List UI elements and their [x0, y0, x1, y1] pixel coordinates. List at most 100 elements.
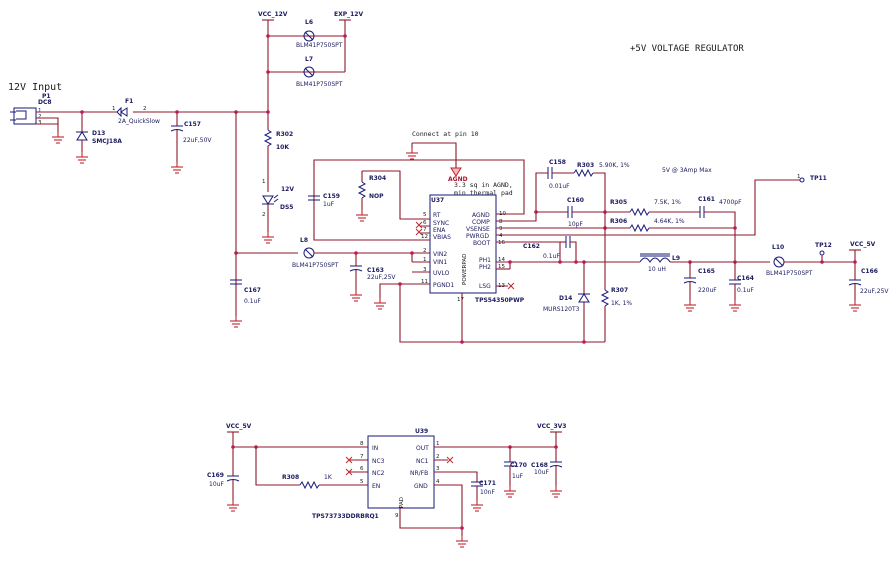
svg-text:5: 5 [423, 212, 427, 218]
svg-text:ENA: ENA [433, 227, 446, 234]
d13-ref: D13 [92, 130, 105, 137]
c160-value: 10pF [568, 221, 583, 228]
c160-ref: C160 [567, 197, 584, 204]
note-agnd-1: 3.3 sq in AGND, [454, 181, 513, 189]
c157-ref: C157 [184, 121, 201, 128]
svg-text:VIN2: VIN2 [433, 251, 447, 258]
ic-u39 [367, 435, 435, 509]
svg-text:1: 1 [436, 441, 440, 447]
l8-ref: L8 [300, 237, 308, 244]
svg-text:14: 14 [498, 257, 505, 263]
u39-pad-num: 9 [395, 513, 399, 519]
svg-text:SYNC: SYNC [433, 220, 449, 227]
r308-value: 1K [324, 474, 333, 481]
net-vcc3: VCC_3V3 [537, 423, 566, 430]
c164-value: 0.1uF [737, 287, 754, 294]
f1-pin2: 2 [143, 106, 147, 112]
svg-text:OUT: OUT [416, 445, 429, 452]
c162-value: 0.1uF [543, 253, 560, 260]
inductor-l9: L9 10 uH [639, 253, 680, 273]
d14-value: MURS120T3 [543, 306, 580, 313]
u37-left-pins: RT 5 SYNC 6 ENA 7 VBIAS 12 VIN2 2 VIN1 1… [421, 212, 454, 289]
c166-ref: C166 [861, 268, 878, 275]
svg-text:GND: GND [414, 483, 428, 490]
c158-ref: C158 [549, 159, 566, 166]
tp11-label: TP11 [810, 175, 827, 182]
svg-text:4: 4 [436, 479, 440, 485]
svg-text:UVLO: UVLO [433, 270, 450, 277]
u39-ref: U39 [415, 428, 428, 435]
fuse-f1: F1 1 2 2A_QuickSlow [112, 98, 160, 125]
svg-text:AGND: AGND [472, 212, 490, 219]
r308-ref: R308 [282, 474, 299, 481]
svg-text:7: 7 [423, 227, 427, 233]
svg-text:NC1: NC1 [416, 458, 429, 465]
svg-text:16: 16 [498, 240, 505, 246]
l9-ref: L9 [672, 255, 680, 262]
c169-ref: C169 [207, 472, 224, 479]
resistor-r304: R304 NOP [357, 175, 386, 200]
ferrite-l7: L7 BLM41P750SPT [296, 56, 343, 88]
tp12-point [819, 250, 825, 256]
net-vcc12: VCC_12V [258, 11, 288, 18]
c171-ref: C171 [479, 480, 496, 487]
l9-value: 10 uH [648, 266, 666, 273]
diode-d13: D13 SMCJ18A [76, 112, 122, 152]
ds5-ref: DS5 [280, 204, 293, 211]
u39-left-pins: IN 8 NC3 7 NC2 6 EN 5 [360, 441, 385, 490]
c163-ref: C163 [367, 267, 384, 274]
resistor-r302: R302 10K [263, 129, 293, 151]
svg-text:2: 2 [436, 454, 440, 460]
c166-value: 22uF,25V [860, 288, 889, 295]
svg-text:LSG: LSG [479, 283, 491, 290]
p1-ref: P1 [42, 93, 51, 100]
svg-text:COMP: COMP [472, 219, 490, 226]
r303-value: 5.90K, 1% [599, 162, 630, 169]
svg-text:PGND1: PGND1 [433, 282, 454, 289]
c164-ref: C164 [737, 275, 754, 282]
capacitor-c171: C171 10nF [471, 480, 496, 496]
capacitor-c158: C158 0.01uF [547, 159, 570, 190]
d13-value: SMCJ18A [92, 138, 122, 145]
svg-text:2: 2 [423, 248, 427, 254]
net-exp12: EXP_12V [334, 11, 363, 18]
svg-text:7: 7 [360, 454, 364, 460]
f1-pin1: 1 [112, 106, 116, 112]
c167-ref: C167 [244, 287, 261, 294]
resistor-r307: R307 1K, 1% [600, 287, 632, 307]
r305-ref: R305 [610, 199, 627, 206]
capacitor-c157: C157 22uF,50V [170, 112, 212, 162]
p1-pin2: 2 [38, 114, 42, 120]
c168-value: 10uF [534, 469, 549, 476]
capacitor-c166: C166 22uF,25V [848, 268, 889, 295]
c171-value: 10nF [480, 489, 495, 496]
svg-text:6: 6 [423, 220, 427, 226]
svg-text:PWRGD: PWRGD [466, 233, 489, 240]
ferrite-l6: L6 BLM41P750SPT [296, 19, 343, 49]
svg-text:VSENSE: VSENSE [466, 226, 490, 233]
c159-value: 1uF [323, 201, 335, 208]
c168-ref: C168 [531, 462, 548, 469]
svg-text:12: 12 [421, 234, 428, 240]
r302-ref: R302 [276, 131, 293, 138]
ds5-pin2: 2 [262, 212, 266, 218]
agnd-net-label: AGND [448, 176, 468, 183]
u37-ref: U37 [431, 197, 444, 204]
svg-text:4: 4 [499, 233, 503, 239]
l7-ref: L7 [305, 56, 313, 63]
r304-value: NOP [369, 193, 384, 200]
svg-text:8: 8 [360, 441, 364, 447]
input-label: 12V Input [8, 82, 62, 93]
schematic-title: +5V VOLTAGE REGULATOR [630, 44, 744, 54]
svg-text:3: 3 [436, 466, 440, 472]
ds5-value: 12V [281, 186, 294, 193]
l6-ref: L6 [305, 19, 313, 26]
f1-value: 2A_QuickSlow [118, 118, 160, 125]
c158-value: 0.01uF [549, 183, 570, 190]
resistor-r303: R303 5.90K, 1% [573, 162, 630, 178]
svg-text:PH2: PH2 [479, 264, 491, 271]
svg-text:EN: EN [372, 483, 380, 490]
u37-powerpad: POWERPAD [462, 254, 468, 285]
l8-value: BLM41P750SPT [292, 262, 339, 269]
